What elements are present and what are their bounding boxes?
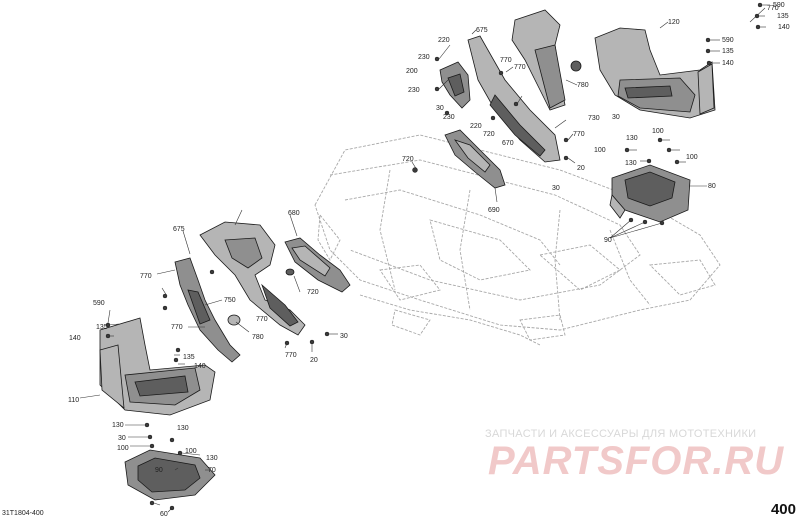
- callout-number: 100: [686, 154, 698, 161]
- callout-number: 670: [502, 140, 514, 147]
- callout-number: 780: [577, 82, 589, 89]
- callout-number: 140: [722, 60, 734, 67]
- page-number: 400: [770, 501, 796, 518]
- right-console-panel: [467, 9, 582, 163]
- callout-number: 675: [476, 27, 488, 34]
- callout-number: 770: [285, 352, 297, 359]
- callout-number: 770: [767, 5, 779, 12]
- callout-number: 120: [668, 19, 680, 26]
- callout-number: 675: [173, 226, 185, 233]
- callout-number: 770: [573, 131, 585, 138]
- left-rocker-bracket: [174, 257, 241, 363]
- callout-number: 220: [438, 37, 450, 44]
- callout-number: 770: [256, 316, 268, 323]
- callout-number: 30: [612, 114, 620, 121]
- callout-number: 135: [722, 48, 734, 55]
- callout-number: 80: [708, 183, 716, 190]
- callout-number: 590: [722, 37, 734, 44]
- callout-number: 680: [288, 210, 300, 217]
- callout-number: 130: [112, 422, 124, 429]
- callout-number: 140: [69, 335, 81, 342]
- callout-number: 720: [402, 156, 414, 163]
- callout-number: 30: [118, 435, 126, 442]
- right-bracket: [439, 61, 471, 109]
- callout-number: 30: [436, 105, 444, 112]
- callout-number: 30: [552, 185, 560, 192]
- callout-number: 140: [778, 24, 790, 31]
- diagram-code: 31T1804-400: [2, 510, 44, 517]
- right-kick-panel: [444, 129, 506, 189]
- callout-number: 20: [577, 165, 585, 172]
- callout-number: 590: [93, 300, 105, 307]
- callout-number: 780: [252, 334, 264, 341]
- callout-number: 230: [443, 114, 455, 121]
- callout-number: 140: [194, 363, 206, 370]
- callout-number: 135: [777, 13, 789, 20]
- callout-number: 730: [588, 115, 600, 122]
- callout-number: 135: [183, 354, 195, 361]
- callout-number: 770: [140, 273, 152, 280]
- callout-number: 135: [96, 324, 108, 331]
- callout-number: 130: [177, 425, 189, 432]
- leader-lines: [79, 4, 770, 513]
- callout-number: 690: [488, 207, 500, 214]
- left-console-panel: [199, 221, 306, 336]
- callout-number: 590: [773, 2, 785, 9]
- floor-panel-rear-right: [609, 164, 691, 223]
- callout-number: 100: [652, 128, 664, 135]
- callout-number: 770: [500, 57, 512, 64]
- callout-number: 130: [206, 455, 218, 462]
- callout-number: 100: [117, 445, 129, 452]
- callout-number: 200: [406, 68, 418, 75]
- callout-number: 110: [68, 397, 79, 404]
- callout-number: 100: [594, 147, 606, 154]
- left-side-cover: [284, 237, 351, 293]
- callout-number: 230: [408, 87, 420, 94]
- watermark-tagline: ЗАПЧАСТИ И АКСЕССУАРЫ ДЛЯ МОТОТЕХНИКИ: [485, 428, 757, 440]
- callout-number: 230: [418, 54, 430, 61]
- callout-number: 770: [171, 324, 183, 331]
- callout-number: 100: [185, 448, 197, 455]
- callout-number: 220: [470, 123, 482, 130]
- watermark-logo: PARTSFOR.RU: [488, 439, 785, 483]
- callout-number: 720: [307, 289, 319, 296]
- callout-number: 130: [625, 160, 637, 167]
- callout-number: 130: [626, 135, 638, 142]
- callout-number: 90: [604, 237, 612, 244]
- callout-number: 90: [155, 467, 163, 474]
- front-footwell-left: [99, 317, 216, 416]
- floor-panel-front-left: [124, 449, 216, 501]
- callout-number: 60: [160, 511, 168, 518]
- callout-number: 770: [514, 64, 526, 71]
- callout-number: 70: [208, 467, 216, 474]
- callout-number: 750: [224, 297, 236, 304]
- callout-number: 720: [483, 131, 495, 138]
- callout-number: 20: [310, 357, 318, 364]
- rear-footwell-right: [594, 27, 716, 119]
- callout-number: 30: [340, 333, 348, 340]
